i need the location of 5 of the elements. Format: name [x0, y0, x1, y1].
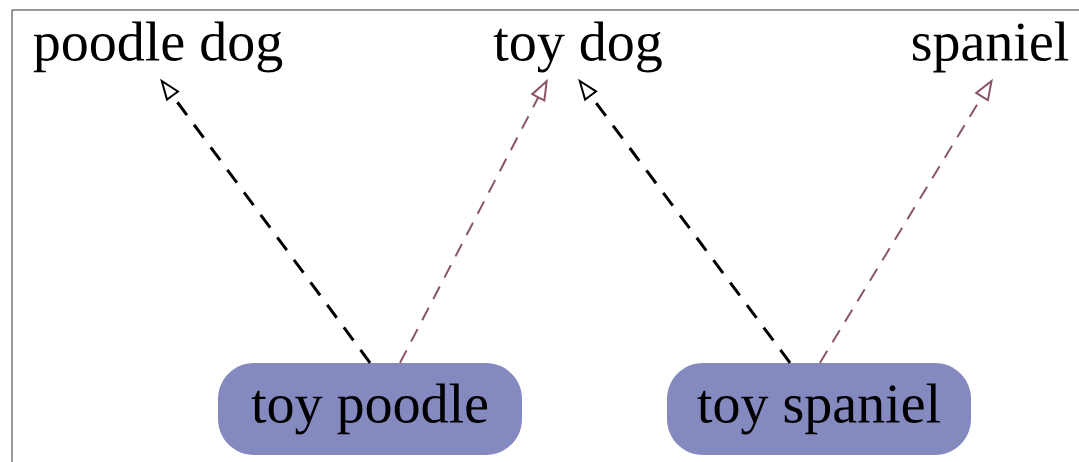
node-label: spaniel	[913, 21, 1069, 73]
node-label: toy dog	[493, 21, 662, 73]
node-label: poodle dog	[33, 21, 283, 73]
rounded-box: toy poodle	[218, 363, 522, 455]
rounded-box: toy spaniel	[667, 363, 971, 455]
